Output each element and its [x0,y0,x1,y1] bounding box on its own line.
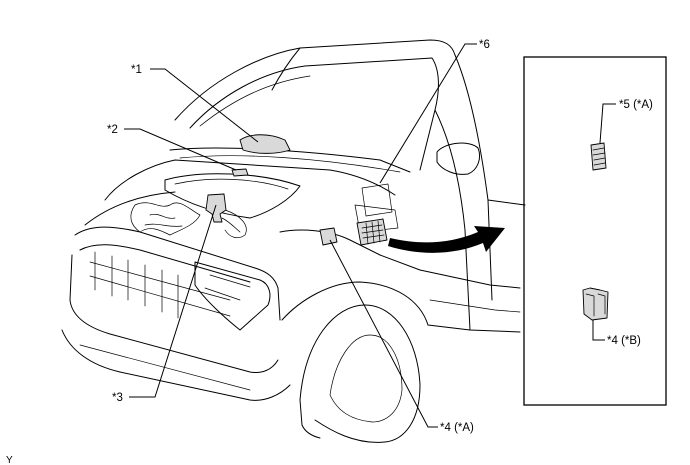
detail-panel: *5 (*A) *4 (*B) [523,56,667,406]
detail-part-5 [590,142,607,171]
part-3-ecm-harness [205,193,227,223]
detail-arrow [388,226,505,253]
callout-1: *1 [131,64,142,76]
detail-callout-5a: *5 (*A) [619,99,653,111]
part-1-combination-meter [239,134,291,154]
detail-part-4b [582,287,609,321]
part-6-bracket [361,183,393,217]
part-3-wire [221,217,241,233]
part-2-sensor [231,168,249,177]
callout-6: *6 [479,39,490,51]
callout-2: *2 [107,124,118,136]
detail-callout-4b: *4 (*B) [607,335,641,347]
corner-mark: Y [6,455,13,465]
leader-lines [124,43,477,428]
detail-frame [523,56,667,406]
parts-on-vehicle [205,134,393,246]
part-6-junction-box-grid [361,220,385,245]
callout-3: *3 [112,392,123,404]
part-4a-relay-block [319,227,338,246]
callout-4a: *4 (*A) [440,422,474,434]
